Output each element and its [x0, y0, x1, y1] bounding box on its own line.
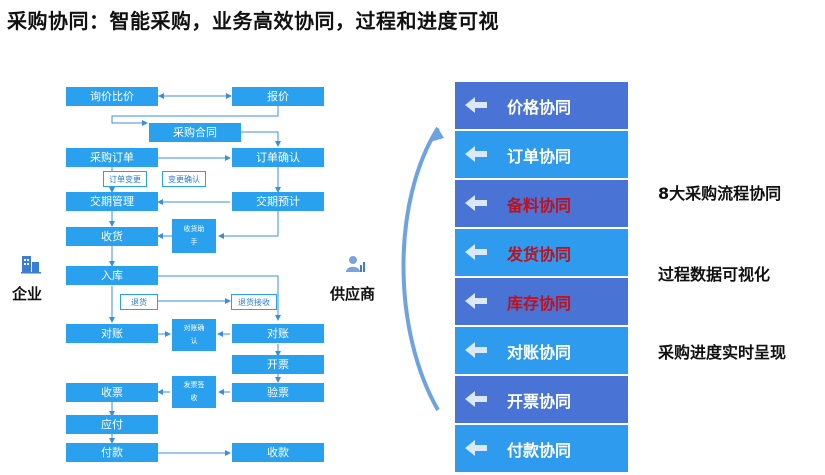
person-chart-icon — [346, 256, 365, 272]
collab-label: 发货协同 — [507, 244, 572, 264]
collab-item-reconcile: 对账协同 — [455, 327, 628, 374]
arrow-left-icon — [465, 97, 487, 113]
quote-box: 报价 — [232, 87, 324, 106]
arrow-left-icon — [465, 244, 487, 260]
reconcile-confirm-box: 对账确认 — [172, 319, 216, 351]
collab-label: 库存协同 — [507, 293, 572, 313]
payment-box: 付款 — [66, 443, 158, 462]
collab-item-price: 价格协同 — [455, 82, 628, 129]
arrow-left-icon — [465, 391, 487, 407]
invoice-receive-box: 收票 — [66, 383, 158, 402]
reconcile-left-box: 对账 — [66, 324, 158, 343]
page-title: 采购协同：智能采购，业务高效协同，过程和进度可视 — [7, 9, 499, 33]
note-process-collab: 8大采购流程协同 — [658, 184, 782, 203]
collab-label: 订单协同 — [507, 146, 572, 166]
collab-item-invoice: 开票协同 — [455, 376, 628, 423]
building-icon — [21, 256, 41, 274]
payable-box: 应付 — [66, 415, 158, 434]
collab-label: 价格协同 — [507, 97, 572, 117]
return-box: 退货 — [120, 294, 158, 310]
arrow-left-icon — [465, 195, 487, 211]
warehousing-box: 入库 — [66, 266, 158, 285]
note-progress-realtime: 采购进度实时呈现 — [658, 343, 787, 362]
return-receipt-box: 退货接收 — [231, 294, 277, 310]
arrow-left-icon — [465, 440, 487, 456]
receiving-assistant-box: 收货助手 — [172, 219, 216, 253]
collab-item-shipping: 发货协同 — [455, 229, 628, 276]
collaboration-panel: 价格协同 订单协同 备料协同 发货协同 库存协同 对账协同 开票协同 付款协同 — [455, 82, 628, 472]
order-box: 采购订单 — [66, 148, 158, 167]
delivery-mgmt-box: 交期管理 — [66, 192, 158, 211]
reconcile-right-box: 对账 — [232, 324, 324, 343]
note-data-visual: 过程数据可视化 — [658, 265, 771, 284]
collab-item-material: 备料协同 — [455, 180, 628, 227]
collection-box: 收款 — [232, 443, 324, 462]
inquiry-box: 询价比价 — [66, 87, 158, 106]
collab-label: 备料协同 — [507, 195, 572, 215]
invoicing-box: 开票 — [232, 355, 324, 374]
delivery-estimate-box: 交期预计 — [232, 192, 324, 211]
collab-label: 付款协同 — [507, 440, 572, 460]
supplier-label: 供应商 — [330, 285, 376, 303]
invoice-sign-box: 发票签收 — [172, 376, 216, 408]
collab-item-payment: 付款协同 — [455, 425, 628, 472]
collab-label: 对账协同 — [507, 342, 572, 362]
order-confirm-box: 订单确认 — [232, 148, 324, 167]
receiving-box: 收货 — [66, 227, 158, 246]
contract-box: 采购合同 — [149, 123, 241, 142]
collab-item-order: 订单协同 — [455, 131, 628, 178]
collab-label: 开票协同 — [507, 391, 572, 411]
collab-item-inventory: 库存协同 — [455, 278, 628, 325]
order-change-box: 订单变更 — [103, 171, 147, 187]
enterprise-label: 企业 — [12, 285, 43, 303]
change-confirm-box: 变更确认 — [162, 171, 206, 187]
invoice-check-box: 验票 — [232, 383, 324, 402]
arrow-left-icon — [465, 146, 487, 162]
arrow-left-icon — [465, 342, 487, 358]
arrow-left-icon — [465, 293, 487, 309]
separator-arc — [401, 126, 440, 411]
